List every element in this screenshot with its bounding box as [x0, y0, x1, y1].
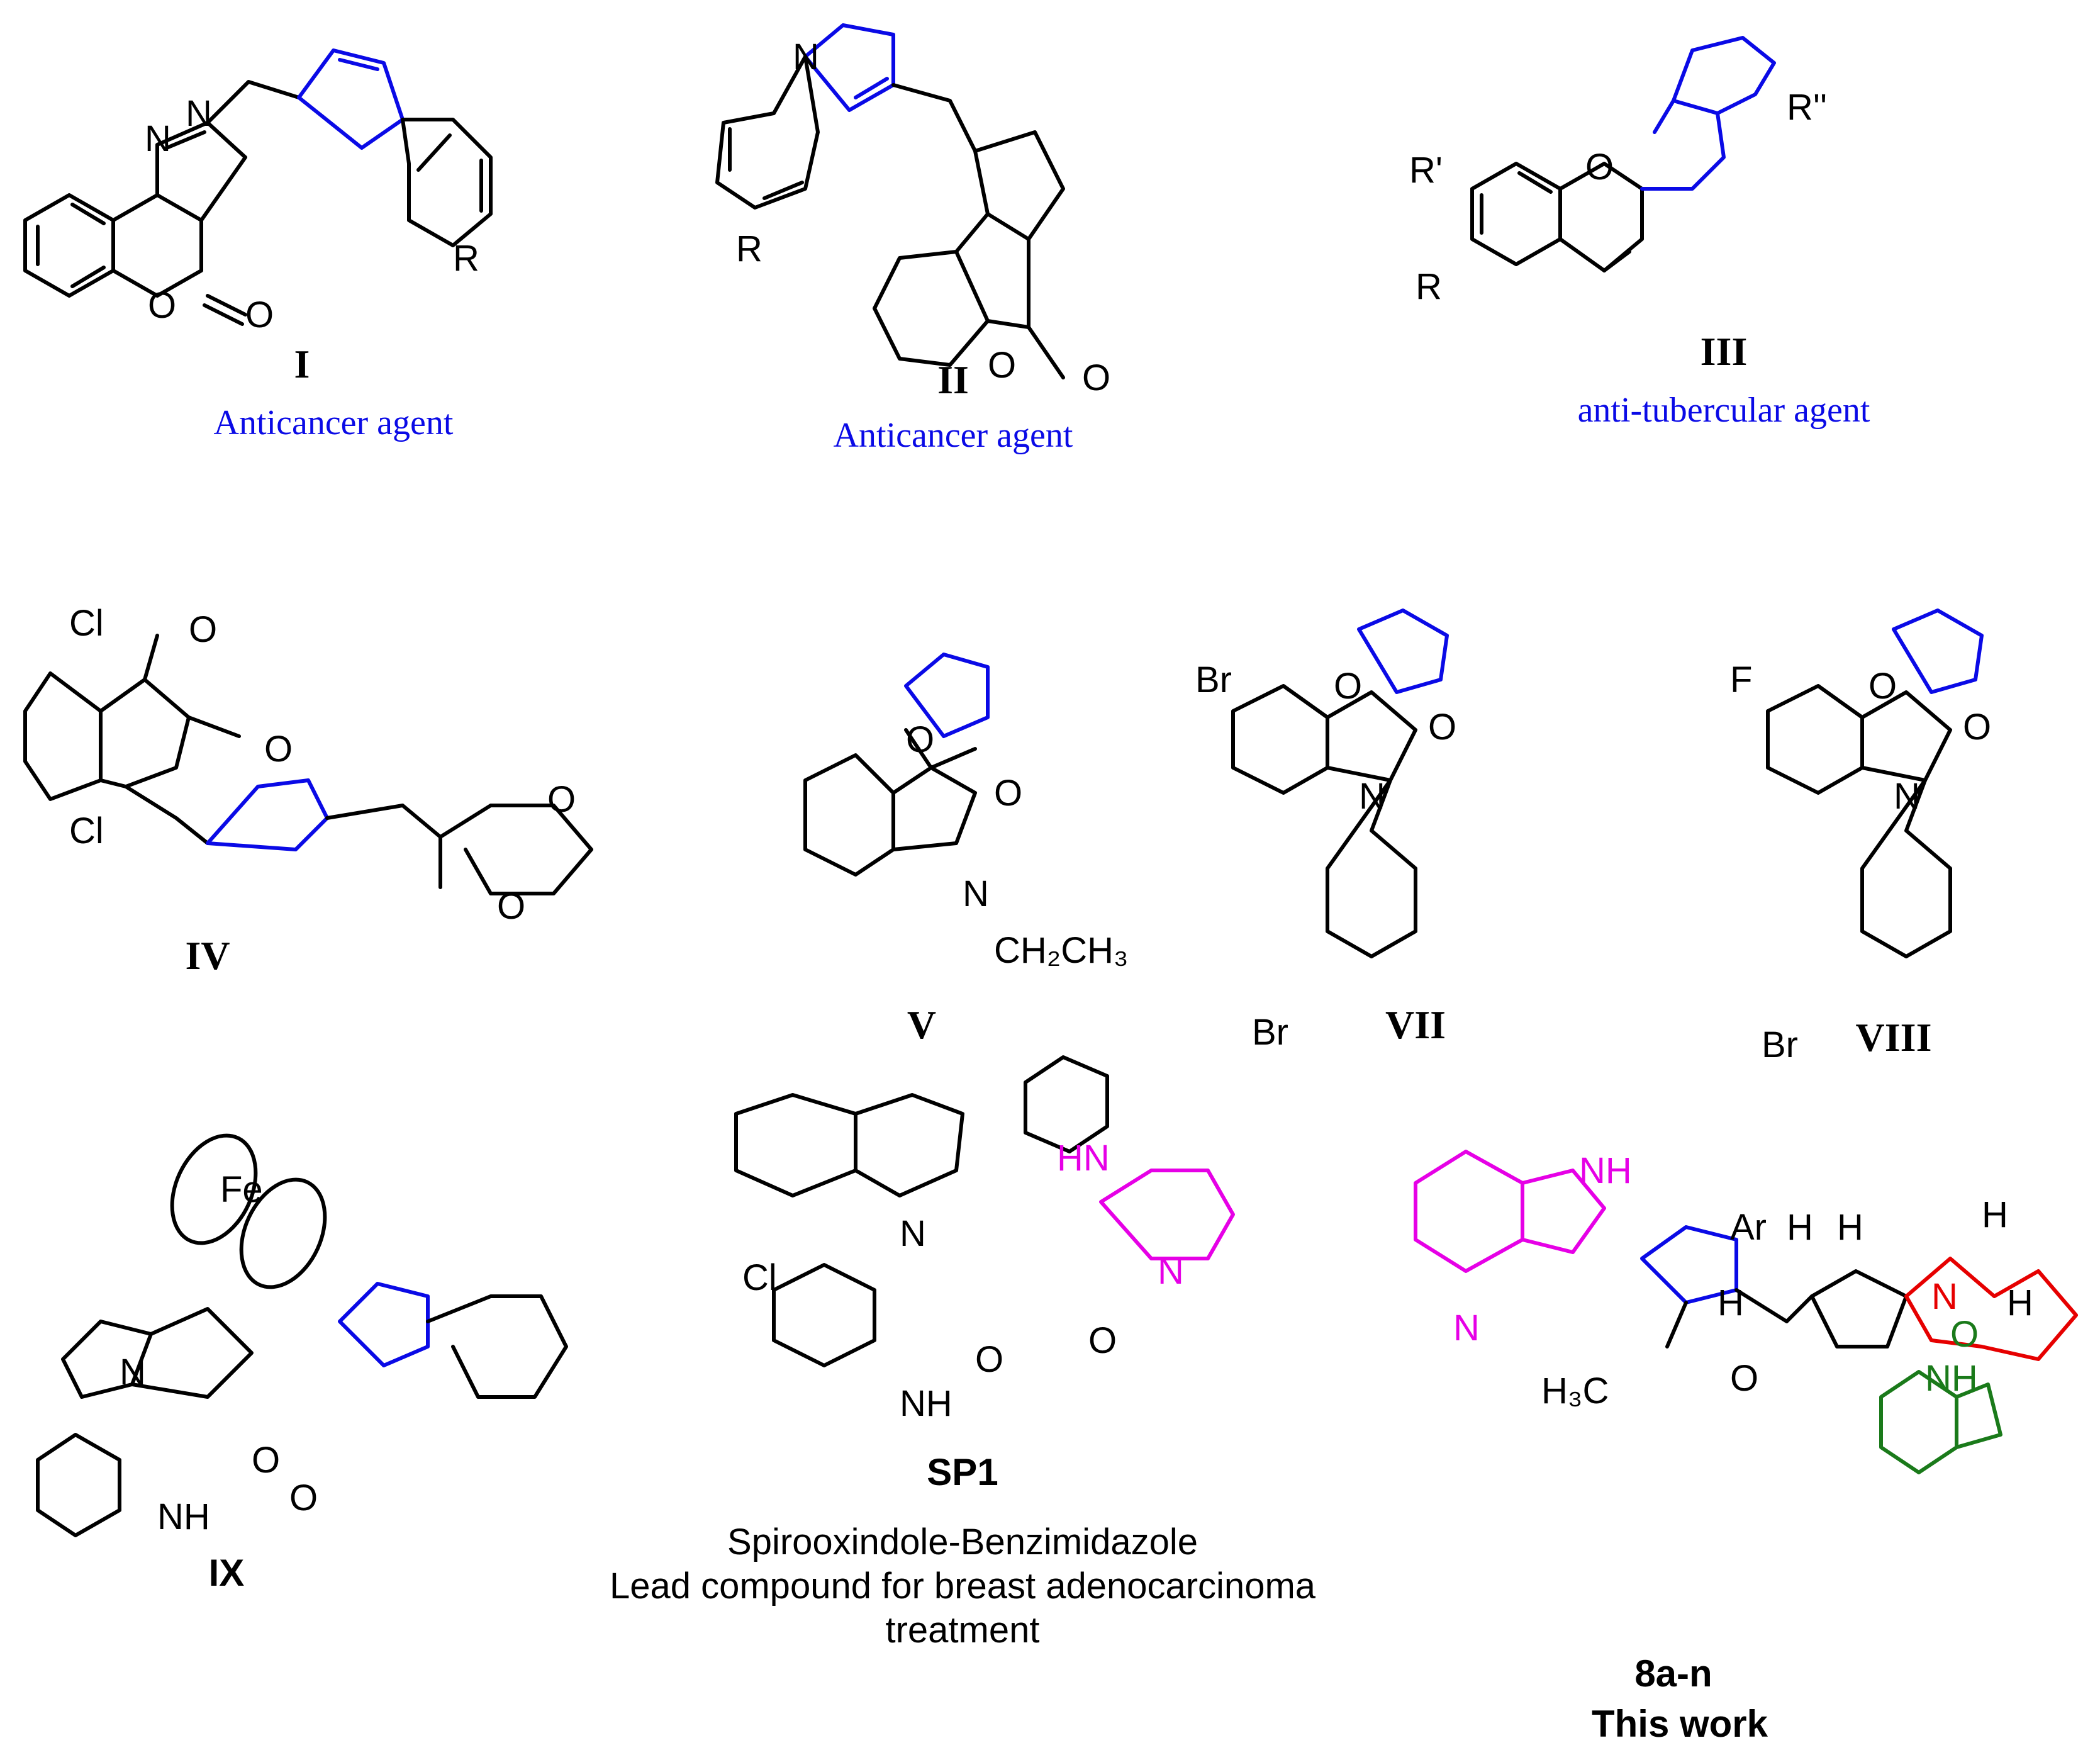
atom-NH: NH [1925, 1358, 1978, 1399]
atom-O: O [189, 609, 217, 650]
atom-methyl: H₃C [1541, 1371, 1609, 1411]
compound-8a-n: NH N Ar H H H N H H H₃C O O NH 8a-n This… [1414, 1150, 2078, 1745]
atom-O: O [988, 345, 1016, 386]
atom-O: O [1585, 147, 1614, 188]
atom-O: O [1334, 666, 1362, 707]
atom-O: O [1082, 357, 1110, 398]
compound-label: II [937, 357, 969, 402]
atom-R: R [1416, 266, 1442, 307]
atom-O: O [994, 773, 1022, 814]
compound-label: 8a-n [1634, 1652, 1712, 1695]
compound-III: O R' R R'' III anti-tubercular agent [1409, 36, 1870, 430]
atom-H: H [1717, 1282, 1744, 1323]
atom-N: N [145, 118, 171, 159]
caption-line-1: Spirooxindole-Benzimidazole [727, 1522, 1198, 1562]
atom-O: O [1088, 1320, 1117, 1361]
atom-R1: R' [1409, 150, 1443, 191]
atom-O: O [1950, 1314, 1979, 1355]
compound-IV: Cl Cl O O O O IV [23, 603, 593, 978]
compound-VII: Br O O N Br VII [1195, 608, 1456, 1053]
atom-F: F [1730, 659, 1752, 700]
atom-N: N [793, 36, 819, 77]
compound-I: N N O O R I Anticancer agent [23, 48, 493, 442]
atom-N: N [120, 1352, 146, 1393]
atom-Cl: Cl [742, 1257, 777, 1298]
atom-Br: Br [1252, 1012, 1288, 1053]
compound-label: VIII [1856, 1015, 1932, 1060]
atom-H: H [1837, 1207, 1863, 1248]
compound-sublabel: This work [1592, 1703, 1768, 1745]
atom-R: R [736, 228, 762, 269]
atom-H: H [2007, 1282, 2033, 1323]
atom-N: N [1894, 776, 1920, 817]
compound-V: O O N CH₂CH₃ V [803, 653, 1129, 1047]
compound-II: N O O R II Anticancer agent [715, 23, 1110, 455]
atom-H: H [1787, 1207, 1813, 1248]
compound-label: SP1 [927, 1451, 998, 1493]
atom-O: O [975, 1339, 1003, 1380]
compound-label: VII [1385, 1002, 1446, 1047]
atom-H: H [1982, 1194, 2008, 1235]
atom-O: O [1730, 1358, 1758, 1399]
atom-Br: Br [1195, 659, 1232, 700]
atom-O: O [245, 294, 274, 335]
atom-NH: NH [900, 1383, 952, 1424]
atom-O: O [1428, 707, 1456, 748]
atom-N: N [1359, 776, 1385, 817]
compound-label: IV [185, 933, 230, 978]
compound-activity: anti-tubercular agent [1578, 391, 1870, 430]
atom-O: O [497, 886, 525, 927]
caption-line-3: treatment [886, 1610, 1040, 1651]
compound-VIII: F O O N Br VIII [1730, 608, 1991, 1065]
atom-O: O [906, 719, 934, 760]
compound-label: V [907, 1002, 936, 1047]
atom-NH: NH [157, 1496, 210, 1537]
atom-HN: HN [1057, 1138, 1110, 1179]
compound-SP1: Cl N O O NH HN N SP1 Spirooxindole-Benzi… [610, 1055, 1316, 1651]
atom-O: O [264, 729, 293, 770]
atom-O: O [148, 285, 176, 326]
atom-Fe: Fe [220, 1169, 263, 1210]
compound-label: III [1701, 329, 1748, 374]
compound-label: I [294, 342, 310, 386]
atom-O: O [252, 1440, 280, 1481]
atom-Br: Br [1762, 1024, 1798, 1065]
atom-O: O [547, 779, 576, 820]
atom-Cl: Cl [69, 603, 104, 644]
atom-O: O [1868, 666, 1897, 707]
compound-label: IX [209, 1552, 245, 1594]
atom-N: N [1931, 1276, 1958, 1317]
atom-O: O [1963, 707, 1991, 748]
caption-line-2: Lead compound for breast adenocarcinoma [610, 1566, 1316, 1606]
atom-ethyl: CH₂CH₃ [994, 930, 1129, 971]
atom-NH: NH [1579, 1150, 1632, 1191]
compound-activity: Anticancer agent [834, 416, 1073, 455]
compound-activity: Anticancer agent [214, 403, 454, 442]
atom-N: N [1158, 1251, 1184, 1292]
atom-N: N [900, 1213, 926, 1254]
atom-N: N [186, 93, 212, 134]
atom-Ar: Ar [1730, 1207, 1767, 1248]
atom-N: N [963, 873, 989, 914]
atom-Cl: Cl [69, 810, 104, 851]
atom-O: O [289, 1477, 318, 1518]
atom-R: R [453, 238, 479, 279]
atom-R2: R'' [1787, 87, 1827, 128]
atom-N: N [1453, 1308, 1480, 1348]
compound-IX: Fe N O O NH IX [36, 1133, 568, 1594]
